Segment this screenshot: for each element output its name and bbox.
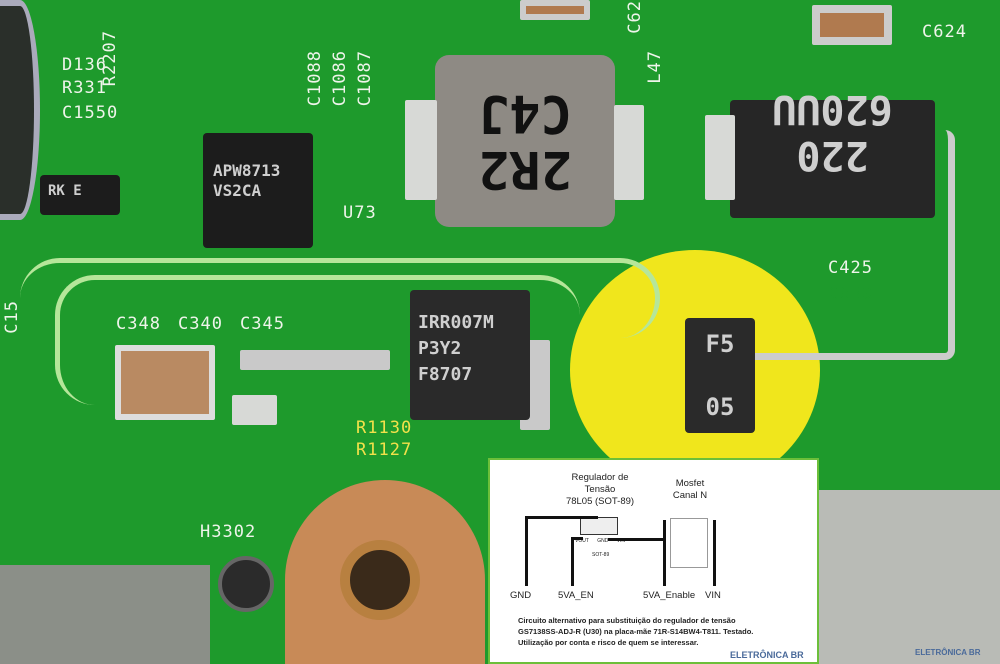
title-line: Regulador de xyxy=(571,472,629,483)
jumper-wire xyxy=(20,258,660,338)
mosfet-title: Mosfet Canal N xyxy=(660,478,720,502)
inductor: 2R2 C4J xyxy=(435,55,615,227)
title-line: Tensão xyxy=(584,484,616,495)
silk-label: D136 xyxy=(62,55,107,75)
regulator-marking-top: F5 xyxy=(705,330,735,358)
silk-label: H3302 xyxy=(200,522,257,542)
regulator-title: Regulador de Tensão 78L05 (SOT-89) xyxy=(550,472,650,508)
net-gnd: GND xyxy=(510,590,532,601)
circuit-diagram: Regulador de Tensão 78L05 (SOT-89) Mosfe… xyxy=(488,458,819,664)
regulator-chip: F5 05 xyxy=(685,318,755,433)
silk-label: C630 xyxy=(828,284,873,304)
silk-label: C1088 xyxy=(305,50,325,107)
transistor-marking: RK E xyxy=(48,183,82,199)
capacitor xyxy=(520,0,590,20)
title-line: Mosfet xyxy=(675,478,705,489)
net-vin: VIN xyxy=(705,590,721,601)
pwm-ic: APW8713 VS2CA xyxy=(203,133,313,248)
wire xyxy=(755,130,955,360)
silk-label: C1550 xyxy=(62,103,119,123)
caption-line: Utilização por conta e risco de quem se … xyxy=(518,638,699,647)
watermark-logo: ELETRÔNICA BR xyxy=(915,648,981,657)
grey-area-left xyxy=(0,565,210,664)
silk-label: C15 xyxy=(2,300,22,334)
transistor: RK E xyxy=(40,175,120,215)
pin-label: GND xyxy=(597,538,609,544)
silk-label: R1130 xyxy=(356,418,413,438)
silk-label: C348 xyxy=(116,314,161,334)
inductor-terminal xyxy=(405,100,437,200)
package-label: SOT-89 xyxy=(592,552,610,558)
mosfet-symbol xyxy=(670,518,708,568)
screw xyxy=(218,556,274,612)
pin-label: VOUT xyxy=(575,538,589,544)
left-dark-part xyxy=(0,0,40,220)
capacitor xyxy=(115,345,215,420)
silk-label: C340 xyxy=(178,314,223,334)
pin-labels: VOUT GND VIN xyxy=(575,538,625,544)
jumper-wire xyxy=(55,275,580,405)
sot89-package xyxy=(580,517,618,535)
title-line: Canal N xyxy=(672,490,708,501)
silk-label: R331 xyxy=(62,78,107,98)
pin-label: VIN xyxy=(616,538,625,544)
solder-trace xyxy=(240,350,390,370)
caption-line: GS7138SS-ADJ-R (U30) na placa-mãe 71R-S1… xyxy=(518,627,754,636)
mosfet-marking: IRR007M P3Y2 F8707 xyxy=(418,312,494,385)
silk-label: C62 xyxy=(625,0,645,34)
silk-label: C624 xyxy=(922,22,967,42)
grey-area xyxy=(818,490,1000,664)
title-line: 78L05 (SOT-89) xyxy=(565,496,635,507)
silk-label: L47 xyxy=(645,50,665,84)
silk-label: U73 xyxy=(343,203,377,223)
silk-label: R1127 xyxy=(356,440,413,460)
silk-label: C1086 xyxy=(330,50,350,107)
silk-label: C425 xyxy=(828,258,873,278)
caption-line: Circuito alternativo para substituição d… xyxy=(518,616,736,625)
ic-marking: APW8713 VS2CA xyxy=(213,161,281,200)
silk-label: C345 xyxy=(240,314,285,334)
pad xyxy=(232,395,277,425)
silk-label: C1087 xyxy=(355,50,375,107)
mount-hole xyxy=(340,540,420,620)
mosfet-ic: IRR007M P3Y2 F8707 xyxy=(410,290,530,420)
capacitor xyxy=(812,5,892,45)
inductor-terminal xyxy=(614,105,644,200)
net-5va-en: 5VA_EN xyxy=(558,590,594,601)
inductor-marking: 2R2 C4J xyxy=(478,83,572,199)
regulator-marking-bottom: 05 xyxy=(705,393,735,421)
silk-label: R2207 xyxy=(100,30,120,87)
net-5va-enable: 5VA_Enable xyxy=(643,590,696,601)
diode-terminal xyxy=(705,115,735,200)
caption: Circuito alternativo para substituição d… xyxy=(518,615,808,648)
watermark-logo: ELETRÔNICA BR xyxy=(730,650,804,660)
